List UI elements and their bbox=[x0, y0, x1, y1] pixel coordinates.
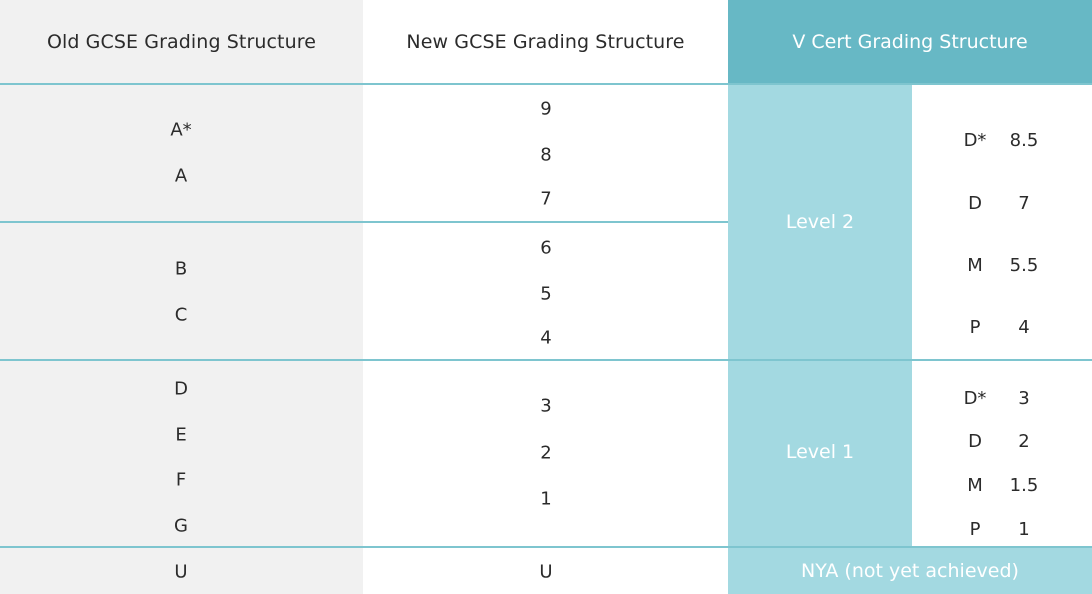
new-grade: 3 bbox=[540, 395, 552, 417]
band-divider-2 bbox=[0, 359, 1092, 361]
old-grade: C bbox=[174, 304, 188, 326]
vcert-points: 4 bbox=[1018, 317, 1030, 338]
vcert-points: 3 bbox=[1018, 388, 1030, 409]
band-divider-1 bbox=[0, 221, 728, 223]
vcert-grade: M bbox=[967, 475, 983, 496]
band-divider-3 bbox=[0, 546, 1092, 548]
header-new-gcse: New GCSE Grading Structure bbox=[363, 0, 728, 84]
old-grade: F bbox=[175, 469, 187, 491]
vcert-grade: P bbox=[969, 317, 981, 338]
level-2-label: Level 2 bbox=[785, 211, 855, 233]
new-grade: 8 bbox=[540, 144, 552, 166]
new-gcse-column bbox=[363, 84, 728, 594]
vcert-not-yet-achieved: NYA (not yet achieved) bbox=[728, 548, 1092, 594]
vcert-grade: D* bbox=[963, 130, 987, 151]
new-grade: 7 bbox=[540, 188, 552, 210]
new-grade-ungraded: U bbox=[539, 561, 553, 583]
old-grade: E bbox=[175, 424, 187, 446]
new-grade: 9 bbox=[540, 98, 552, 120]
vcert-points: 1.5 bbox=[1009, 475, 1039, 496]
vcert-points: 7 bbox=[1018, 193, 1030, 214]
new-grade: 5 bbox=[540, 283, 552, 305]
vcert-grades-column bbox=[912, 84, 1092, 548]
new-grade: 1 bbox=[540, 488, 552, 510]
level-1-label: Level 1 bbox=[785, 441, 855, 463]
vcert-grade: D* bbox=[963, 388, 987, 409]
vcert-level-column bbox=[728, 84, 912, 548]
vcert-points: 2 bbox=[1018, 431, 1030, 452]
vcert-grade: D bbox=[968, 431, 982, 452]
old-gcse-column bbox=[0, 84, 363, 594]
new-grade: 4 bbox=[540, 327, 552, 349]
vcert-grade: P bbox=[969, 519, 981, 540]
header-old-gcse: Old GCSE Grading Structure bbox=[0, 0, 363, 84]
old-grade: A* bbox=[170, 119, 192, 141]
old-grade: A bbox=[174, 165, 188, 187]
vcert-grade: D bbox=[968, 193, 982, 214]
header-divider bbox=[0, 83, 1092, 85]
vcert-points: 8.5 bbox=[1009, 130, 1039, 151]
old-grade-ungraded: U bbox=[174, 561, 188, 583]
new-grade: 2 bbox=[540, 442, 552, 464]
old-grade: D bbox=[174, 378, 188, 400]
old-grade: G bbox=[174, 515, 188, 537]
new-grade: 6 bbox=[540, 237, 552, 259]
vcert-grade: M bbox=[967, 255, 983, 276]
old-grade: B bbox=[174, 258, 188, 280]
header-vcert: V Cert Grading Structure bbox=[728, 0, 1092, 84]
vcert-points: 1 bbox=[1018, 519, 1030, 540]
vcert-points: 5.5 bbox=[1009, 255, 1039, 276]
